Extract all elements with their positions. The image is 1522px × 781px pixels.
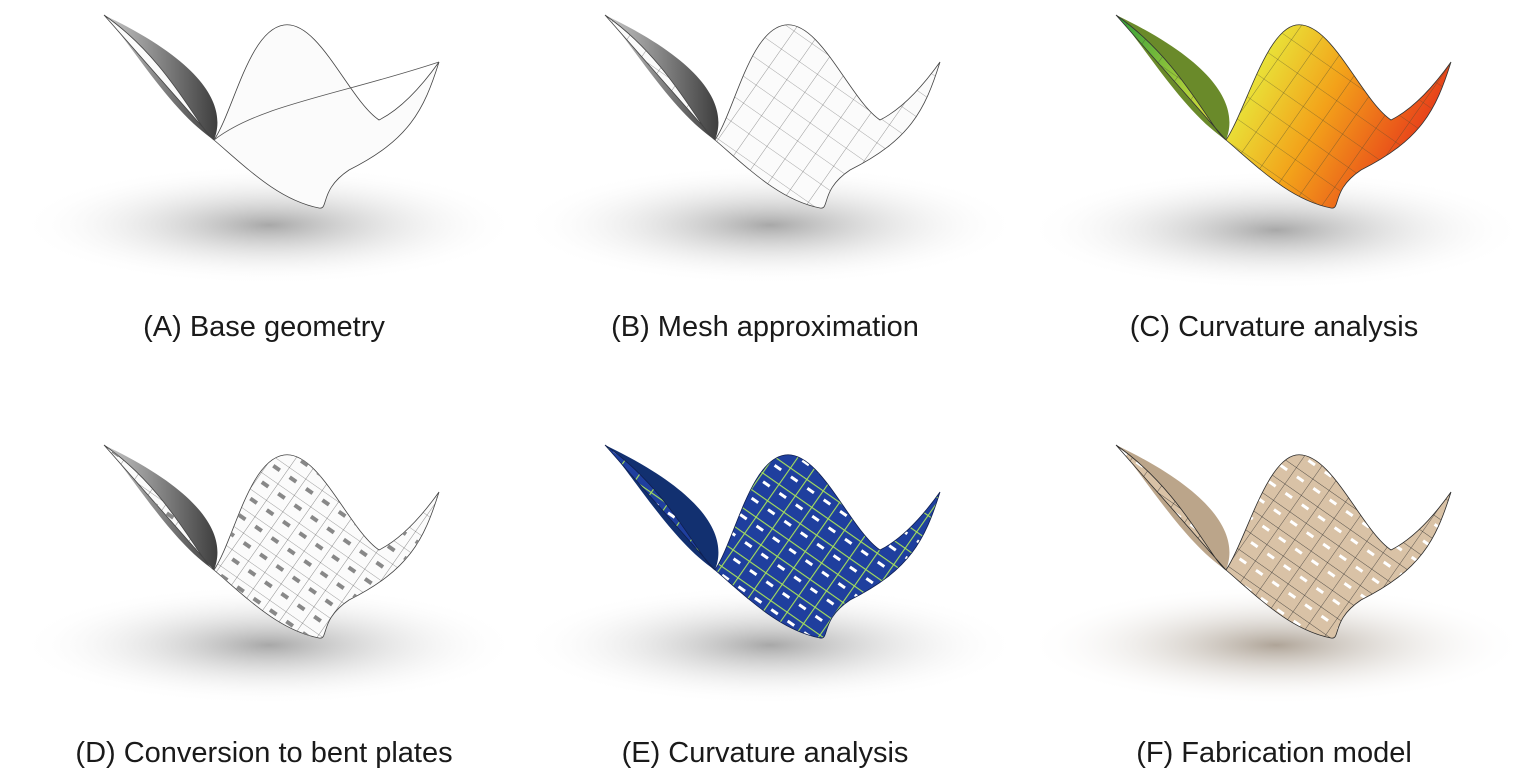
render-bent-plates — [19, 400, 509, 730]
panel-f: (F) Fabrication model — [1026, 400, 1522, 781]
render-curvature-analysis-c — [1026, 0, 1522, 307]
panel-a: (A) Base geometry — [19, 0, 509, 360]
panel-d: (D) Conversion to bent plates — [19, 400, 509, 781]
caption-e: (E) Curvature analysis — [520, 737, 1010, 770]
ground-shadow — [520, 165, 1010, 285]
surface-svg-e — [520, 400, 1010, 730]
ground-shadow — [1026, 170, 1522, 290]
caption-a: (A) Base geometry — [19, 311, 509, 344]
caption-d: (D) Conversion to bent plates — [19, 737, 509, 770]
caption-c: (C) Curvature analysis — [1026, 311, 1522, 344]
render-fabrication-model — [1026, 400, 1522, 730]
render-mesh-approximation — [520, 0, 1010, 307]
surface-svg-d — [19, 400, 509, 730]
surface-svg-b — [520, 0, 1010, 307]
render-curvature-analysis-e — [520, 400, 1010, 730]
surface-svg-f — [1026, 400, 1522, 730]
surface-svg-a — [19, 0, 509, 307]
panel-c: (C) Curvature analysis — [1026, 0, 1522, 360]
panel-e: (E) Curvature analysis — [520, 400, 1010, 781]
caption-f: (F) Fabrication model — [1026, 737, 1522, 770]
caption-b: (B) Mesh approximation — [520, 311, 1010, 344]
render-base-geometry — [19, 0, 509, 307]
ground-shadow — [19, 165, 509, 285]
surface-svg-c — [1026, 0, 1522, 307]
panel-b: (B) Mesh approximation — [520, 0, 1010, 360]
